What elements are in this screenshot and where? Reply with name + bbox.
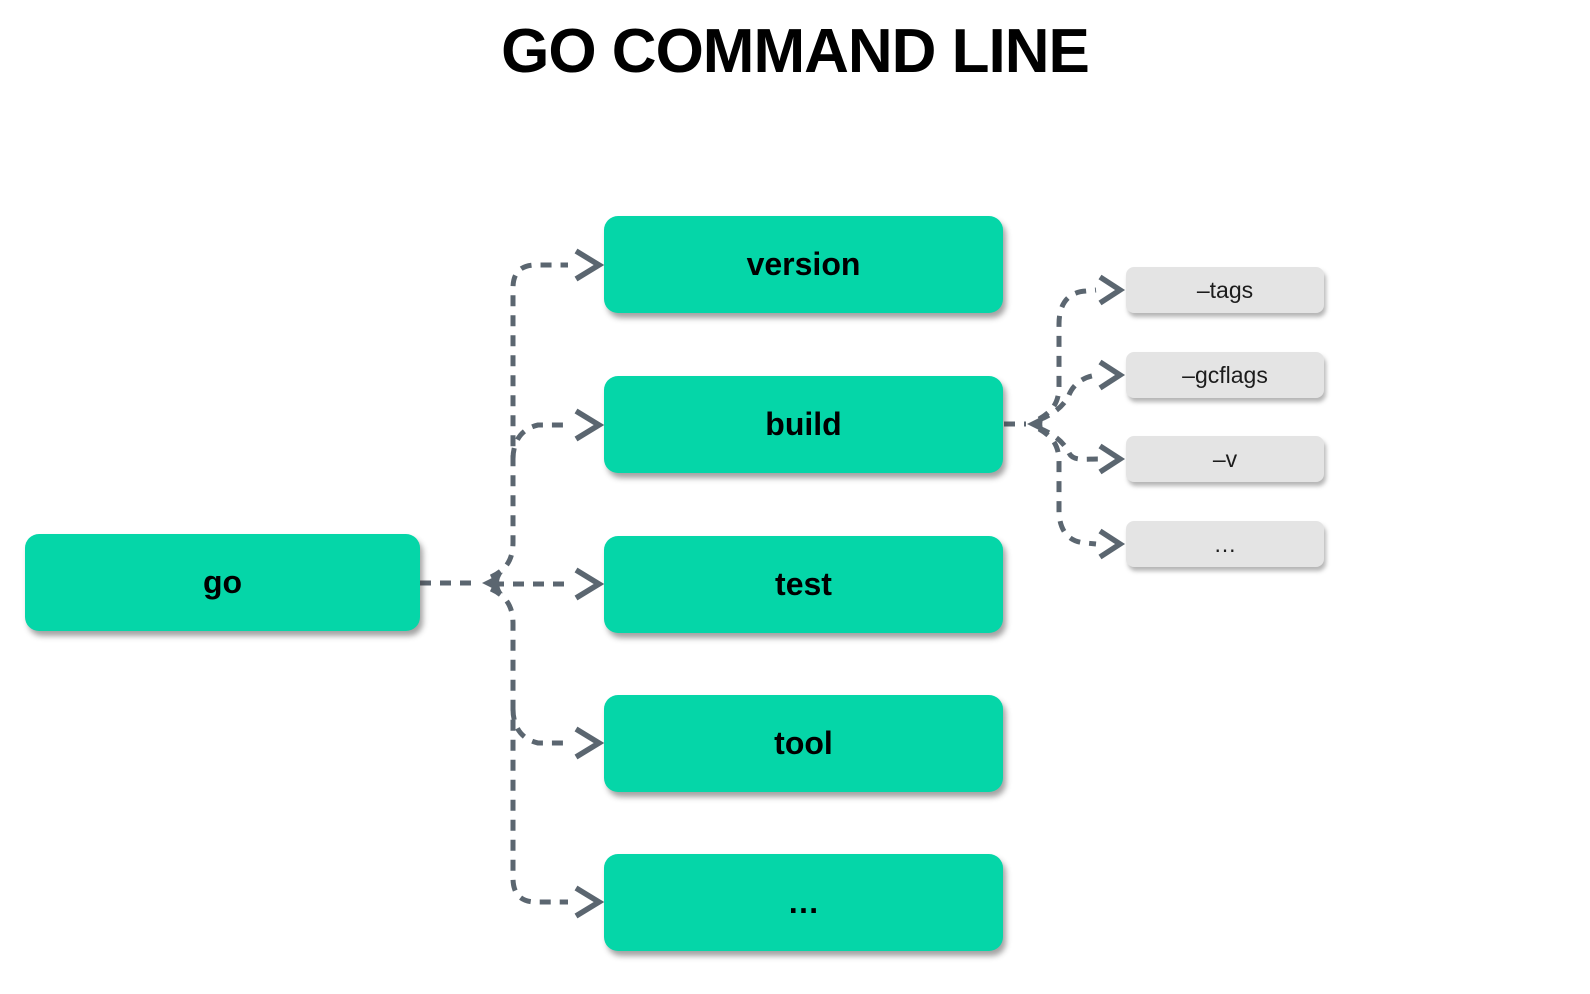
- node-tool-label: tool: [774, 725, 833, 761]
- page-title: GO COMMAND LINE: [501, 17, 1090, 86]
- arrowhead-gcflags: [1098, 359, 1126, 391]
- node-build: build: [604, 376, 1003, 473]
- junction-arrow-go: [482, 572, 503, 594]
- flag-ellipsis: …: [1126, 521, 1324, 567]
- node-go: go: [25, 534, 420, 631]
- flag-ellipsis-label: …: [1213, 530, 1237, 557]
- arrowhead-v: [1098, 443, 1126, 475]
- junction-arrow-build: [1027, 414, 1046, 434]
- arrowhead-tags: [1098, 274, 1126, 306]
- arrowhead-test: [574, 567, 605, 601]
- flag-v: –v: [1126, 436, 1324, 482]
- arrowhead-ellipsis: [574, 885, 605, 919]
- node-tool: tool: [604, 695, 1003, 792]
- node-go-label: go: [202, 564, 243, 600]
- connector-go-ellipsis: [489, 586, 568, 905]
- connector-go-version: [489, 262, 568, 580]
- flag-tags: –tags: [1126, 267, 1324, 313]
- node-ellipsis-label: …: [787, 884, 820, 920]
- connector-go-tool: [510, 708, 568, 746]
- connector-build-v: [1038, 425, 1099, 462]
- connector-build-gcflags: [1038, 372, 1099, 423]
- node-test: test: [604, 536, 1003, 633]
- connector-build-ellipsis: [1037, 426, 1097, 547]
- flag-v-label: –v: [1212, 445, 1238, 472]
- connector-build-tags: [1037, 287, 1097, 422]
- arrowhead-tool: [574, 726, 605, 760]
- node-test-label: test: [775, 566, 832, 602]
- flag-gcflags-label: –gcflags: [1182, 361, 1268, 388]
- node-version-label: version: [746, 246, 861, 282]
- node-version: version: [604, 216, 1003, 313]
- arrowhead-flag-ellipsis: [1098, 528, 1126, 560]
- arrowhead-version: [574, 248, 605, 282]
- node-ellipsis: …: [604, 854, 1003, 951]
- connector-go-build: [510, 422, 568, 460]
- arrowhead-build: [574, 408, 605, 442]
- flag-tags-label: –tags: [1196, 276, 1254, 303]
- node-build-label: build: [765, 406, 842, 442]
- flag-gcflags: –gcflags: [1126, 352, 1324, 398]
